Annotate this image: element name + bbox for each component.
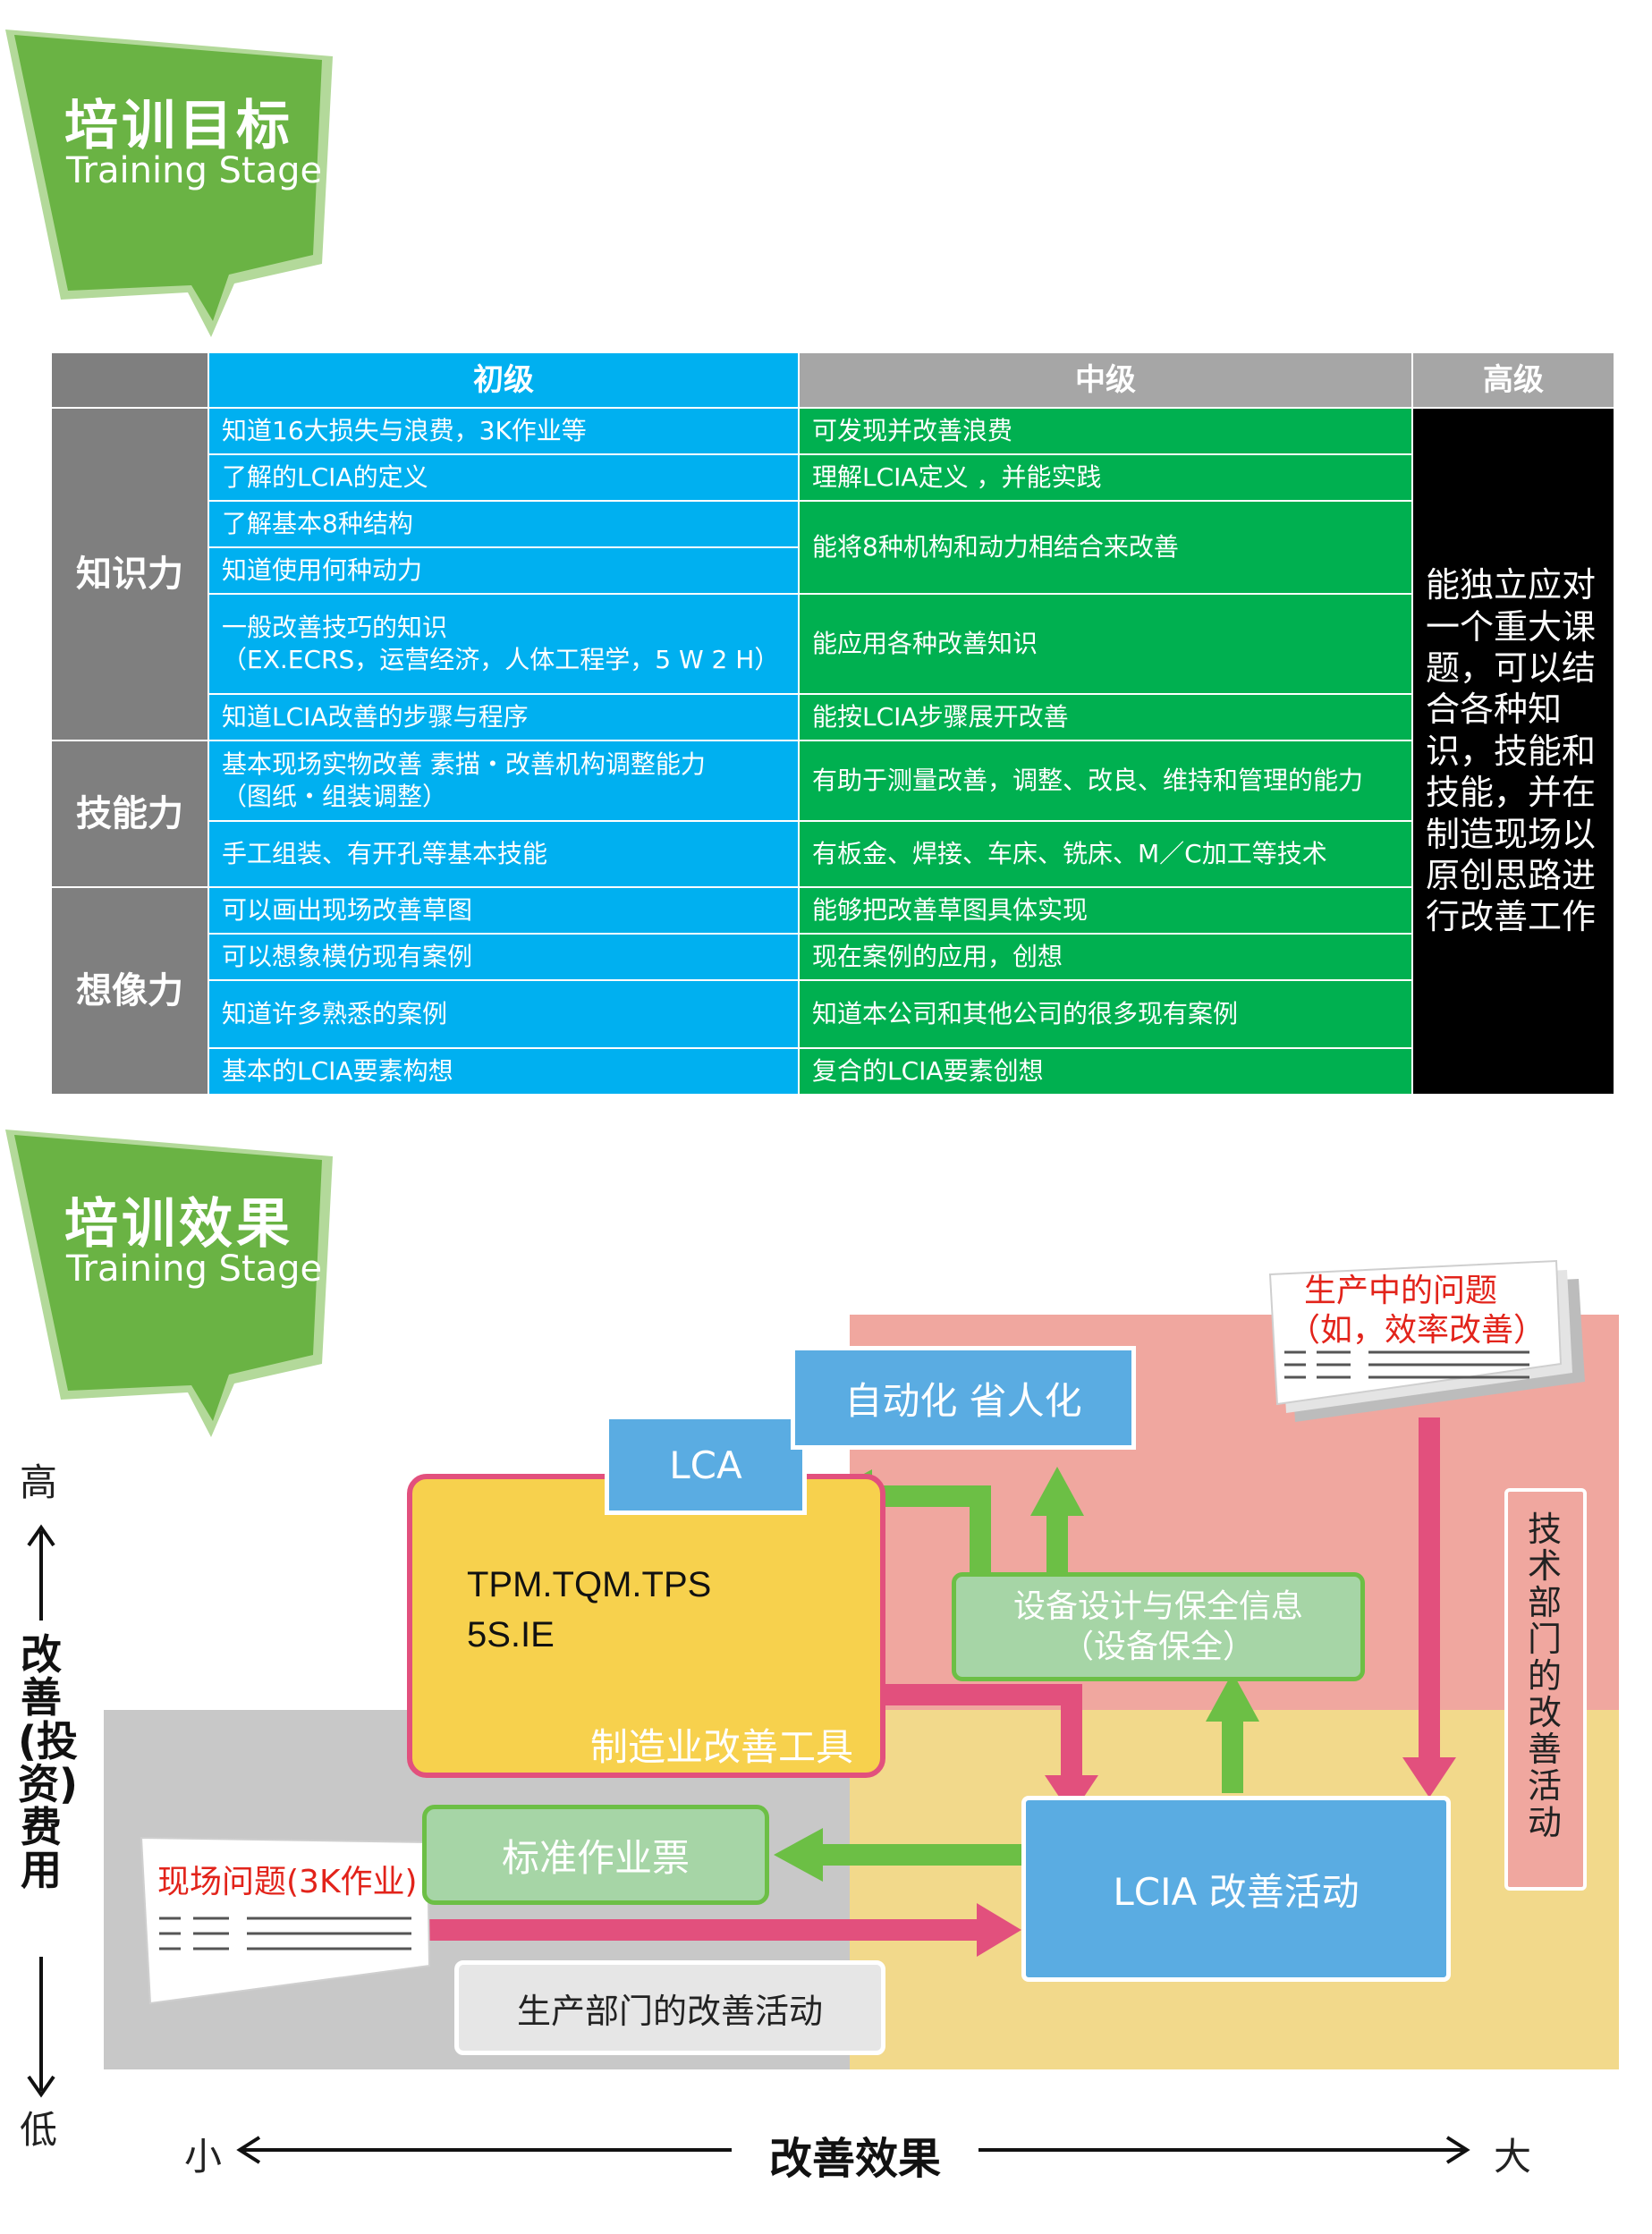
x-axis-large: 大	[1494, 2135, 1532, 2179]
junior-line-2: （EX.ECRS，运营经济，人体工程学，5 W 2 H）	[222, 645, 780, 674]
junior-cell: 知道使用何种动力	[208, 546, 800, 595]
y-axis-low: 低	[20, 2108, 58, 2152]
y-axis-arrow	[27, 1524, 55, 2098]
middle-cell: 知道本公司和其他公司的很多现有案例	[798, 979, 1413, 1049]
equipment-line1: 设备设计与保全信息	[1012, 1588, 1303, 1625]
tools-box-line2: 5S.IE	[467, 1615, 555, 1654]
middle-cell: 可发现并改善浪费	[798, 407, 1413, 455]
junior-cell: 一般改善技巧的知识 （EX.ECRS，运营经济，人体工程学，5 W 2 H）	[208, 593, 800, 695]
tools-box-line1: TPM.TQM.TPS	[467, 1565, 712, 1604]
middle-cell: 能按LCIA步骤展开改善	[798, 693, 1413, 741]
x-axis-small: 小	[184, 2135, 223, 2179]
junior-cell: 可以画出现场改善草图	[208, 886, 800, 935]
document-icon-top	[1268, 1259, 1585, 1422]
junior-cell: 基本现场实物改善 素描・改善机构调整能力 （图纸・组装调整）	[208, 740, 800, 822]
junior-cell: 知道LCIA改善的步骤与程序	[208, 693, 800, 741]
equipment-box: 设备设计与保全信息 （设备保全）	[952, 1572, 1365, 1681]
middle-cell: 现在案例的应用，创想	[798, 933, 1413, 981]
junior-line: 一般改善技巧的知识	[222, 612, 448, 642]
training-table: 初级 中级 高级 知识力 知道16大损失与浪费，3K作业等 可发现并改善浪费 能…	[50, 351, 1615, 1096]
middle-cell: 复合的LCIA要素创想	[798, 1047, 1413, 1096]
lca-box: LCA	[605, 1415, 807, 1515]
section2-subtitle: Training Stage	[66, 1248, 323, 1290]
x-axis-arrow	[236, 2136, 1470, 2164]
automation-box: 自动化 省人化	[791, 1346, 1136, 1450]
site-problem-text: 现场问题(3K作业)	[157, 1864, 418, 1900]
std-work-box: 标准作业票	[422, 1805, 769, 1905]
header-junior: 初级	[208, 351, 800, 409]
middle-cell: 能将8种机构和动力相结合来改善	[798, 500, 1413, 595]
tech-dept-label: 技术部门的改善活动	[1527, 1510, 1562, 1843]
tools-box-caption: 制造业改善工具	[590, 1725, 854, 1769]
junior-cell: 知道许多熟悉的案例	[208, 979, 800, 1049]
pink-arrow-tools-to-lcia	[885, 1684, 1082, 1775]
junior-cell: 了解基本8种结构	[208, 500, 800, 548]
header-corner	[50, 351, 209, 409]
section1-subtitle: Training Stage	[66, 150, 323, 191]
middle-cell: 有板金、焊接、车床、铣床、M／C加工等技术	[798, 820, 1413, 888]
lcia-activity-box: LCIA 改善活动	[1021, 1796, 1451, 1982]
problem-top-line2: （如，效率改善）	[1288, 1312, 1546, 1349]
y-axis-label: 改善(投资)费用	[18, 1630, 79, 1895]
junior-line-2: （图纸・组装调整）	[222, 782, 448, 811]
middle-cell: 能应用各种改善知识	[798, 593, 1413, 695]
y-axis-high: 高	[20, 1460, 58, 1504]
section1-title: 培训目标	[64, 95, 293, 157]
middle-cell: 有助于测量改善，调整、改良、维持和管理的能力	[798, 740, 1413, 822]
green-arrow-equipment-to-tools	[872, 1485, 991, 1574]
x-axis-label: 改善效果	[769, 2134, 942, 2184]
junior-cell: 可以想象模仿现有案例	[208, 933, 800, 981]
junior-cell: 知道16大损失与浪费，3K作业等	[208, 407, 800, 455]
category-knowledge: 知识力	[50, 407, 209, 741]
junior-line: 基本现场实物改善 素描・改善机构调整能力	[222, 749, 706, 779]
category-imagination: 想像力	[50, 886, 209, 1096]
speech-bubble-shape-1	[5, 30, 333, 337]
junior-cell: 手工组装、有开孔等基本技能	[208, 820, 800, 888]
junior-cell: 基本的LCIA要素构想	[208, 1047, 800, 1096]
tech-dept-box	[1504, 1488, 1587, 1891]
junior-cell: 了解的LCIA的定义	[208, 453, 800, 502]
equipment-line2: （设备保全）	[1061, 1629, 1255, 1665]
tools-box	[407, 1474, 885, 1778]
middle-cell: 能够把改善草图具体实现	[798, 886, 1413, 935]
header-senior: 高级	[1411, 351, 1615, 409]
production-activity-box: 生产部门的改善活动	[454, 1960, 885, 2055]
section2-title: 培训效果	[64, 1193, 293, 1256]
speech-bubble-shape-2	[5, 1130, 333, 1437]
header-middle: 中级	[798, 351, 1413, 409]
middle-cell: 理解LCIA定义 ，并能实践	[798, 453, 1413, 502]
problem-top-line1: 生产中的问题	[1304, 1273, 1498, 1309]
diagram-arrows	[27, 1259, 1585, 2164]
senior-cell: 能独立应对一个重大课题，可以结合各种知识，技能和技能，并在制造现场以原创思路进行…	[1411, 407, 1615, 1096]
document-icon-left	[140, 1836, 431, 2005]
category-skill: 技能力	[50, 740, 209, 888]
